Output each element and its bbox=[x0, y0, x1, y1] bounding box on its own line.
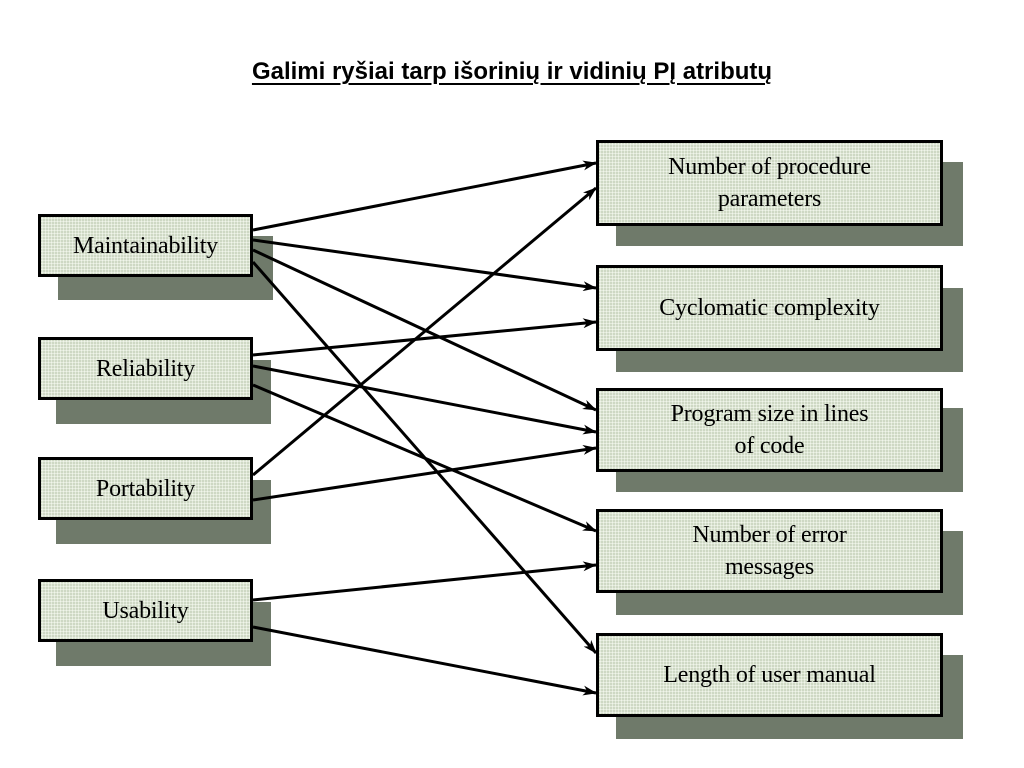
node-box: Maintainability bbox=[38, 214, 253, 277]
arrow-reliability-to-errors bbox=[252, 383, 597, 533]
node-box: Reliability bbox=[38, 337, 253, 400]
node-label: Usability bbox=[102, 597, 189, 624]
node-box: Number of error messages bbox=[596, 509, 943, 593]
arrow-maintainability-to-manual bbox=[251, 261, 598, 654]
node-box: Program size in lines of code bbox=[596, 388, 943, 472]
node-box: Cyclomatic complexity bbox=[596, 265, 943, 351]
node-label: Maintainability bbox=[73, 232, 218, 259]
arrow-reliability-to-size bbox=[252, 364, 597, 435]
node-label: Reliability bbox=[95, 355, 196, 382]
node-label: Number of error messages bbox=[692, 522, 847, 580]
node-label: Number of procedure parameters bbox=[668, 154, 871, 212]
node-box: Length of user manual bbox=[596, 633, 943, 717]
node-box: Usability bbox=[38, 579, 253, 642]
node-box: Number of procedure parameters bbox=[596, 140, 943, 226]
arrow-maintainability-to-size bbox=[252, 248, 597, 412]
arrow-reliability-to-cyclomatic bbox=[252, 318, 597, 357]
arrow-maintainability-to-cyclomatic bbox=[252, 238, 597, 292]
arrow-portability-to-params bbox=[252, 186, 597, 477]
diagram-title: Galimi ryšiai tarp išorinių ir vidinių P… bbox=[251, 58, 773, 85]
node-box: Portability bbox=[38, 457, 253, 520]
arrow-usability-to-errors bbox=[252, 561, 597, 602]
arrow-usability-to-manual bbox=[252, 625, 597, 696]
node-label: Portability bbox=[95, 475, 196, 502]
node-label: Program size in lines of code bbox=[670, 401, 869, 459]
arrow-maintainability-to-params bbox=[252, 160, 597, 232]
arrow-portability-to-size bbox=[252, 445, 597, 502]
node-label: Length of user manual bbox=[663, 662, 876, 688]
node-label: Cyclomatic complexity bbox=[659, 295, 880, 321]
